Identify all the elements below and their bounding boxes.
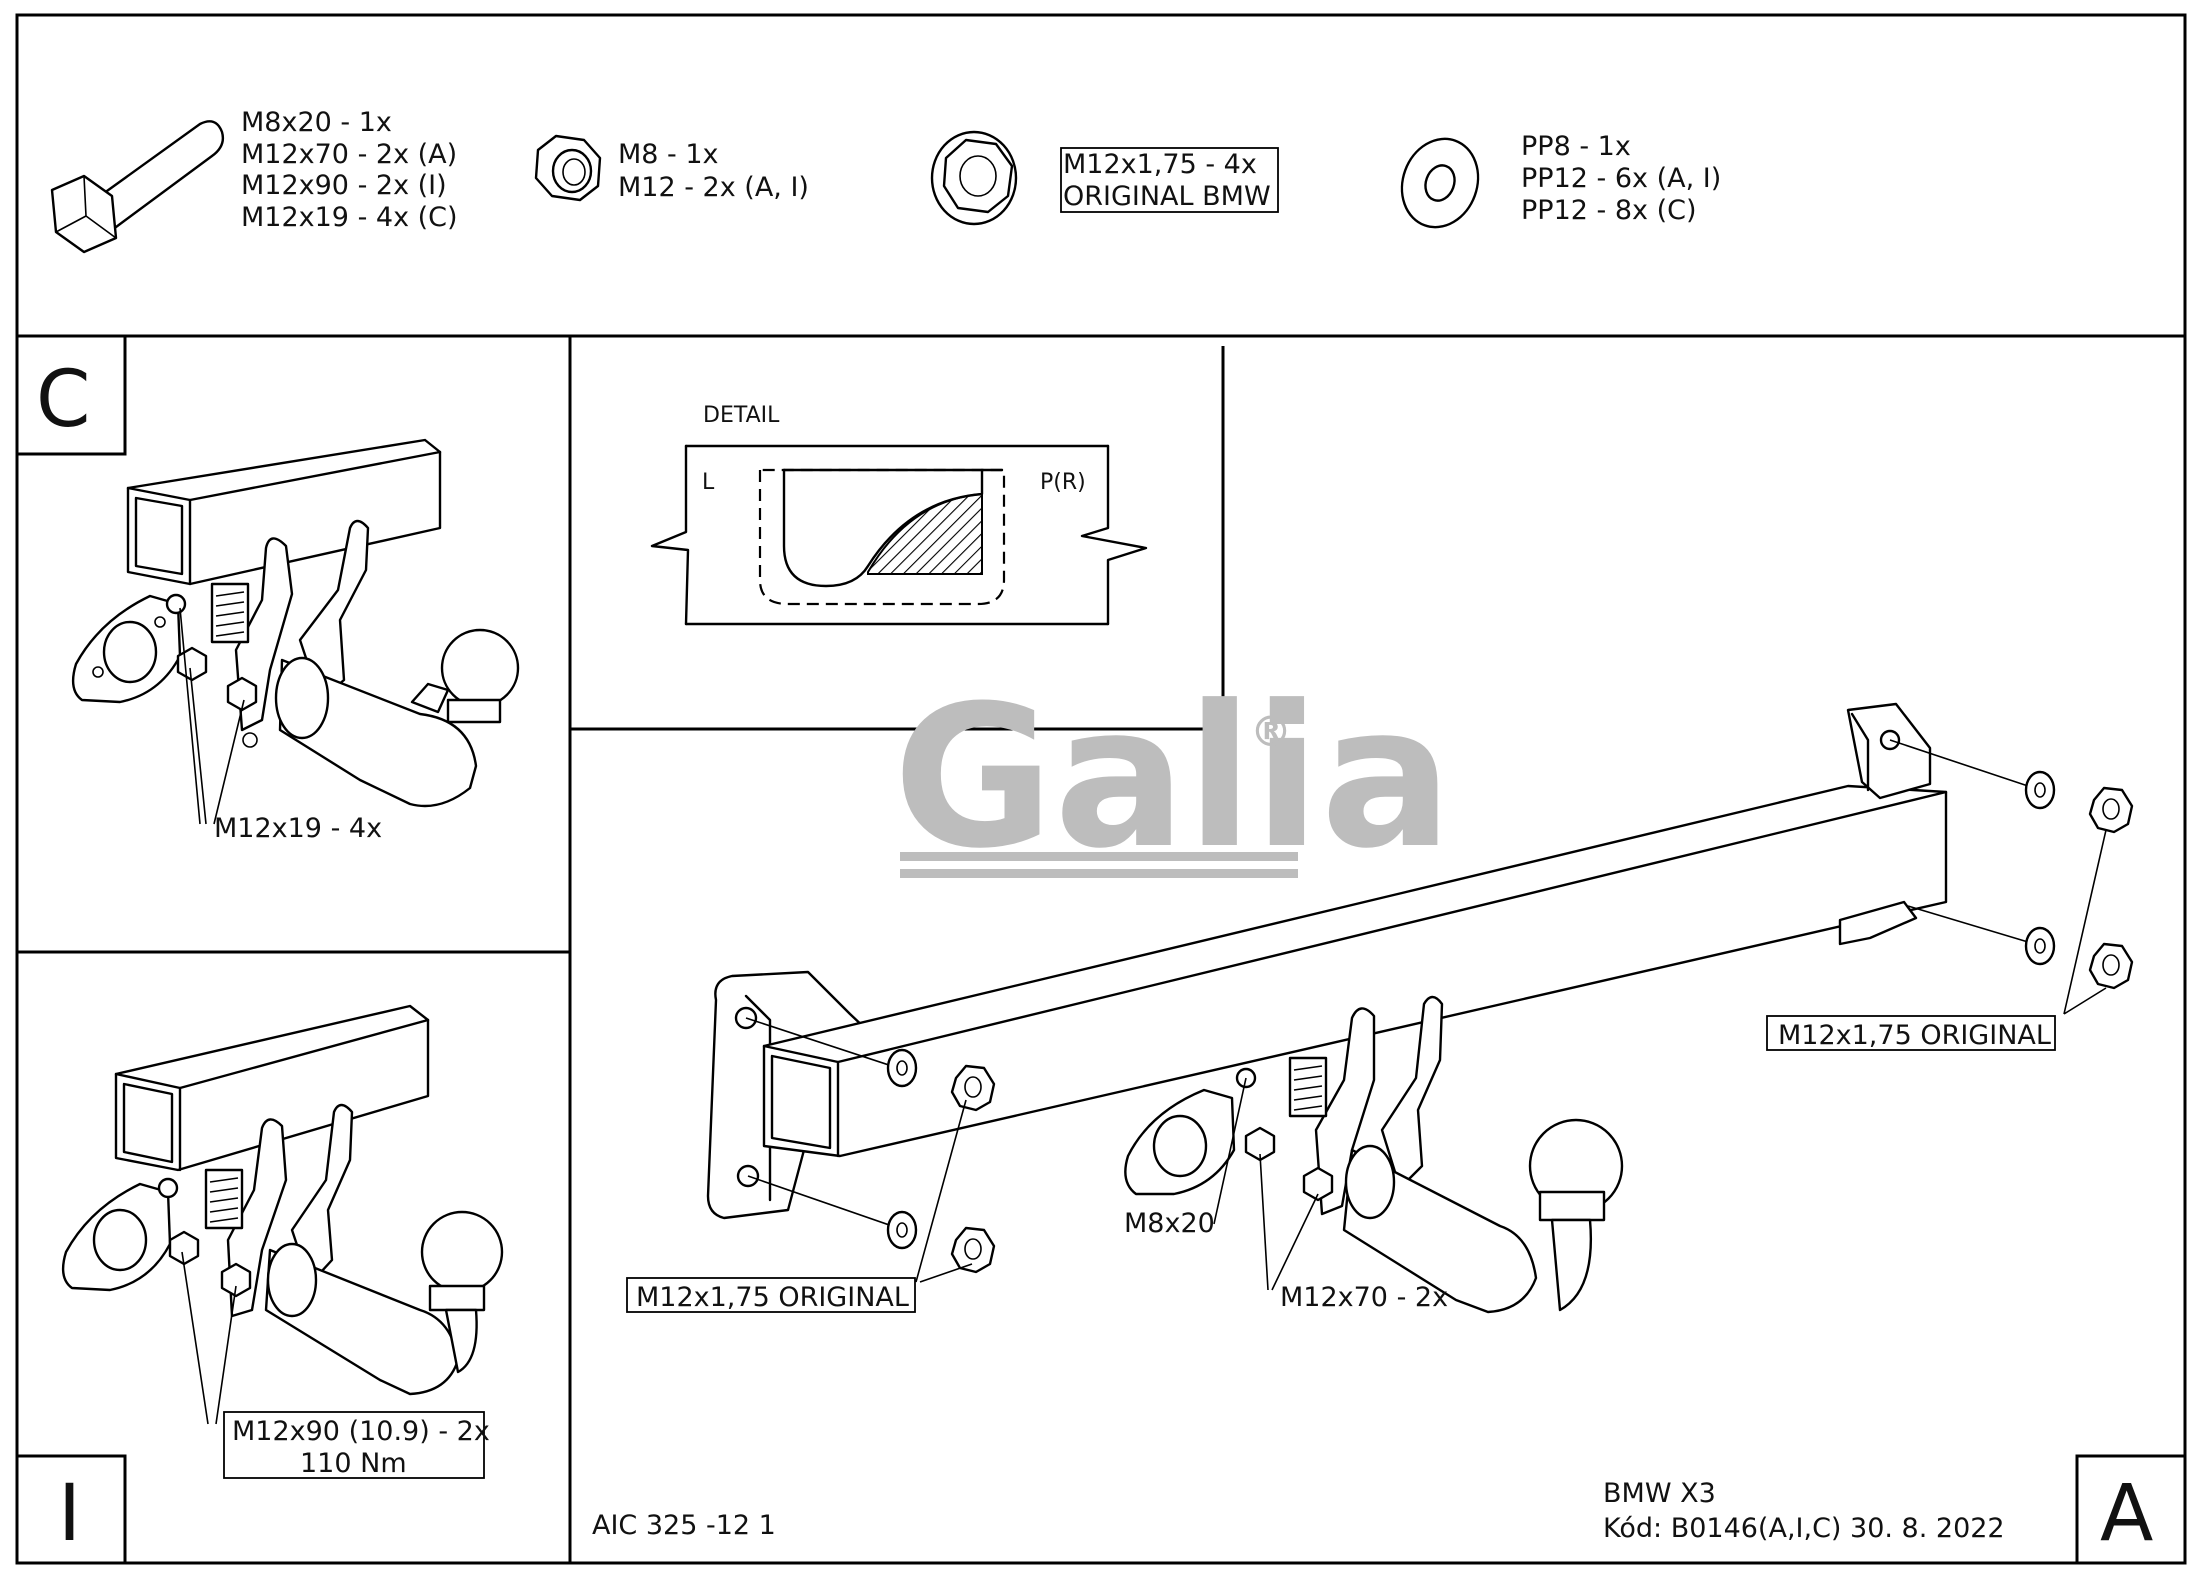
panel-c: C M12x19 - 4x <box>15 334 520 844</box>
flange-nut-spec-2: ORIGINAL BMW <box>1063 181 1271 212</box>
callout-left-box <box>626 1277 916 1313</box>
nut-spec-1: M8 - 1x <box>618 139 719 170</box>
panel-c-letter: C <box>36 355 90 445</box>
parts-list: M8x20 - 1x M12x70 - 2x (A) M12x90 - 2x (… <box>50 107 1721 254</box>
bolt-spec-3: M12x90 - 2x (I) <box>241 170 447 201</box>
detail-left-label: L <box>702 470 715 495</box>
bolt-spec-1: M8x20 - 1x <box>241 107 392 138</box>
registered-mark: ® <box>1250 707 1292 756</box>
panel-a-letter: A <box>2100 1469 2153 1559</box>
bolt-spec-2: M12x70 - 2x (A) <box>241 139 457 170</box>
callout-right-box <box>1766 1015 2056 1051</box>
bolt-icon <box>50 120 225 254</box>
galia-logo: Galia ® <box>893 664 1453 892</box>
vehicle-model: BMW X3 <box>1603 1478 1716 1509</box>
title-block: AIC 325 -12 1 BMW X3 Kód: B0146(A,I,C) 3… <box>592 1454 2187 1565</box>
panel-i-callout-2: 110 Nm <box>300 1448 407 1479</box>
bolt-spec-4: M12x19 - 4x (C) <box>241 202 458 233</box>
logo-bar-bottom <box>900 869 1298 878</box>
washer-spec-1: PP8 - 1x <box>1521 131 1631 162</box>
flange-nut-spec-1: M12x1,75 - 4x <box>1063 149 1257 180</box>
logo-bar-top <box>900 852 1298 861</box>
panel-i-callout-box <box>223 1411 485 1479</box>
panel-i-letter: I <box>58 1469 81 1559</box>
drawing-code: AIC 325 -12 1 <box>592 1510 776 1541</box>
detail-right-label: P(R) <box>1040 470 1086 495</box>
washer-icon <box>1400 137 1480 229</box>
panel-c-callout: M12x19 - 4x <box>214 813 382 844</box>
panel-i: I M12x90 (10.9) - 2x 110 Nm <box>15 1004 504 1565</box>
hex-nut-icon <box>534 134 602 202</box>
flange-nut-label-box <box>1060 147 1279 213</box>
washer-spec-2: PP12 - 6x (A, I) <box>1521 163 1721 194</box>
drawing-frame <box>15 13 2187 1565</box>
product-code-date: Kód: B0146(A,I,C) 30. 8. 2022 <box>1603 1513 2005 1544</box>
nut-spec-2: M12 - 2x (A, I) <box>618 172 809 203</box>
flange-nut-icon <box>930 130 1018 226</box>
washer-spec-3: PP12 - 8x (C) <box>1521 195 1697 226</box>
panel-i-callout-1: M12x90 (10.9) - 2x <box>232 1416 490 1447</box>
detail-title: DETAIL <box>703 403 780 428</box>
detail-view: DETAIL L P(R) <box>650 403 1148 626</box>
callout-left: M12x1,75 ORIGINAL <box>636 1282 909 1313</box>
callout-m12x70: M12x70 - 2x <box>1280 1282 1448 1313</box>
callout-m8x20: M8x20 <box>1124 1208 1215 1239</box>
main-assembly: M12x1,75 ORIGINAL M12x1,75 ORIGINAL M8x2… <box>626 702 2134 1314</box>
callout-right: M12x1,75 ORIGINAL <box>1778 1020 2051 1051</box>
